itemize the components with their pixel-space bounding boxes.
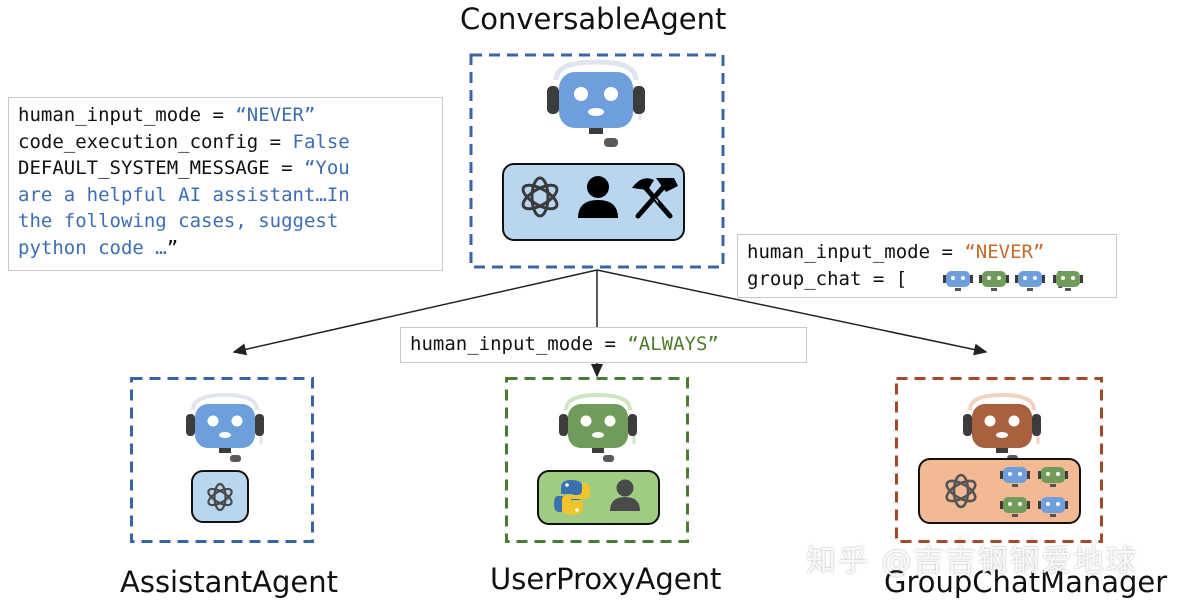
python-icon	[554, 480, 590, 515]
group-members-icons	[1000, 467, 1068, 517]
groupchat-agent-title: GroupChatManager	[884, 565, 1168, 599]
mini-robot-icon	[1038, 497, 1068, 517]
config-line: code_execution_config =	[18, 130, 293, 153]
mini-robot-icon	[1000, 497, 1030, 517]
group-chat-members-icons	[943, 271, 1083, 291]
config-value: “NEVER”	[964, 241, 1045, 263]
user-icon	[578, 176, 618, 218]
conversable-agent-title: ConversableAgent	[460, 2, 727, 36]
config-line: ”	[166, 236, 179, 259]
mini-robot-icon	[1015, 271, 1045, 291]
config-value: python code …	[18, 236, 167, 259]
config-value: “You	[303, 157, 350, 179]
mini-robot-icon	[1053, 271, 1083, 291]
conversable-config-box: human_input_mode = “NEVER” code_executio…	[8, 97, 443, 271]
mini-robot-icon	[1038, 467, 1068, 487]
config-value: the following cases, suggest	[18, 210, 339, 232]
config-line: DEFAULT_SYSTEM_MESSAGE =	[18, 157, 304, 179]
userproxy-robot-icon	[559, 392, 637, 462]
hammer-pick-icon	[632, 178, 678, 219]
arrow-to-groupchat	[596, 269, 988, 356]
assistant-robot-icon	[186, 392, 264, 462]
conversable-agent-box	[469, 53, 725, 269]
openai-icon	[207, 482, 233, 512]
assistant-agent-box	[130, 377, 314, 543]
userproxy-agent-title: UserProxyAgent	[490, 562, 722, 596]
config-line: human_input_mode =	[410, 333, 628, 355]
userproxy-config-box: human_input_mode = “ALWAYS”	[400, 327, 807, 363]
openai-icon	[521, 176, 559, 218]
groupchat-agent-box	[895, 377, 1103, 543]
watermark-text: 知乎 @吉吉钢钢爱地球	[806, 544, 1138, 579]
config-value: are a helpful AI assistant…In	[18, 183, 350, 206]
arrow-to-assistant	[232, 269, 598, 356]
user-icon	[610, 479, 640, 511]
config-value: False	[292, 130, 350, 153]
mini-robot-icon	[943, 271, 973, 291]
config-line: group_chat = [	[747, 267, 908, 290]
assistant-agent-title: AssistantAgent	[120, 565, 338, 599]
config-line: human_input_mode =	[747, 241, 965, 263]
userproxy-agent-box	[505, 377, 689, 543]
config-value: “NEVER”	[235, 104, 316, 126]
groupchat-robot-icon	[963, 392, 1041, 462]
config-line: human_input_mode =	[18, 104, 236, 126]
mini-robot-icon	[979, 271, 1009, 291]
assistant-tools-panel	[191, 470, 249, 523]
mini-robot-icon	[1000, 467, 1030, 487]
config-value: “ALWAYS”	[627, 333, 719, 355]
conversable-robot-icon	[547, 59, 645, 147]
openai-icon	[945, 473, 977, 509]
